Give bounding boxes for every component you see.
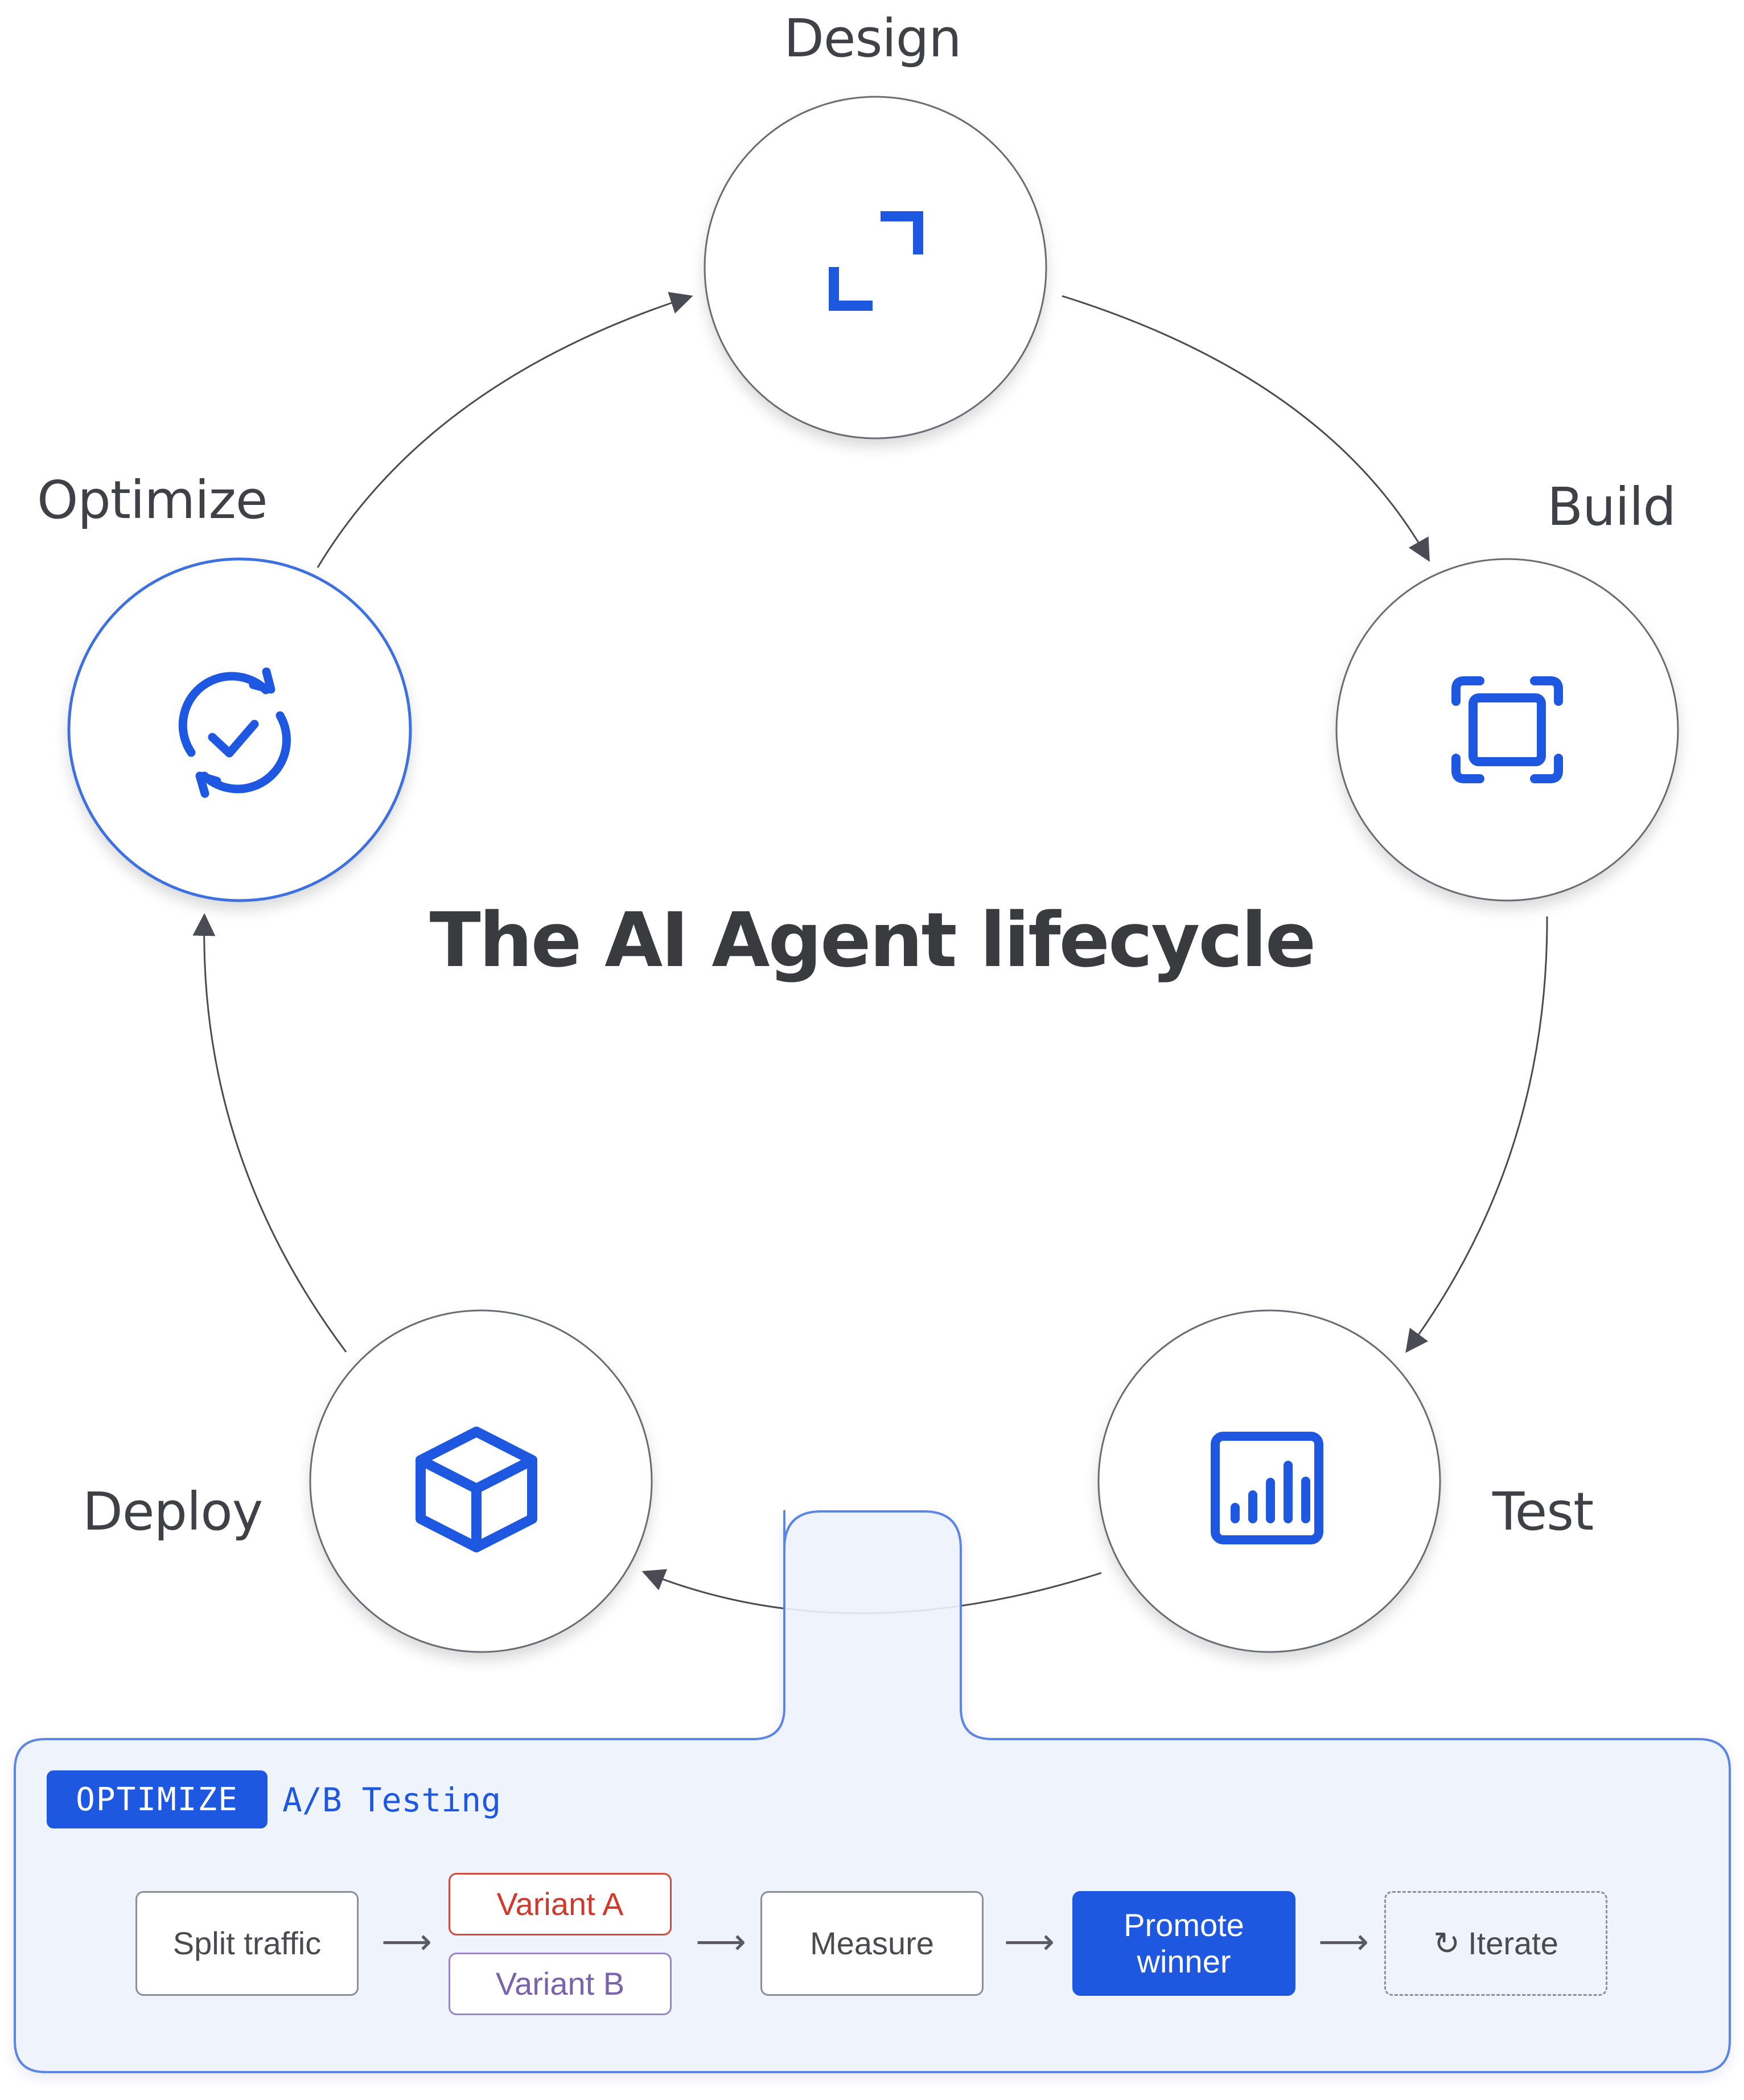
sync-check-icon (178, 667, 291, 798)
detail-callout-panel (14, 1510, 1731, 2073)
phase-badge: OPTIMIZE (47, 1770, 268, 1828)
stage-label-test: Test (1492, 1481, 1594, 1542)
stage-label-optimize: Optimize (37, 470, 268, 531)
step-arrow-2: ⟶ (696, 1921, 746, 1962)
step-split-traffic[interactable]: Split traffic (135, 1891, 359, 1996)
expand-corners-icon (829, 211, 923, 311)
stage-label-design: Design (784, 8, 962, 69)
step-arrow-3: ⟶ (1004, 1921, 1055, 1962)
step-iterate-label: Iterate (1468, 1925, 1558, 1961)
step-variant-b[interactable]: Variant B (449, 1953, 672, 2015)
step-promote-winner-label: Promote winner (1124, 1906, 1244, 1979)
flow-arrow-deploy-optimize (192, 913, 347, 1353)
bar-chart-icon (1211, 1432, 1323, 1544)
stage-build[interactable] (1335, 558, 1679, 902)
step-split-traffic-label: Split traffic (172, 1925, 322, 1961)
diagram-title: The AI Agent lifecycle (429, 897, 1317, 984)
step-variant-a-label: Variant A (496, 1885, 624, 1922)
frame-square-icon (1451, 676, 1563, 783)
step-measure-label: Measure (810, 1925, 934, 1961)
flow-arrow-optimize-design (316, 291, 693, 568)
stage-optimize[interactable] (67, 557, 412, 902)
step-arrow-1: ⟶ (381, 1921, 432, 1962)
stage-label-build: Build (1547, 476, 1676, 537)
panel-subtitle: A/B Testing (282, 1781, 501, 1819)
step-variant-a[interactable]: Variant A (449, 1873, 672, 1935)
iterate-icon: ↻ (1433, 1925, 1461, 1961)
cube-icon (416, 1427, 537, 1552)
step-arrow-4: ⟶ (1318, 1921, 1369, 1962)
flow-arrow-build-test (1405, 916, 1548, 1353)
step-variant-b-label: Variant B (495, 1965, 625, 2002)
step-iterate[interactable]: ↻ Iterate (1384, 1891, 1607, 1996)
flow-arrow-design-build (1062, 295, 1430, 562)
step-promote-winner[interactable]: Promote winner (1072, 1891, 1295, 1996)
step-measure[interactable]: Measure (760, 1891, 984, 1996)
stage-design[interactable] (704, 96, 1047, 439)
stage-label-deploy: Deploy (83, 1481, 263, 1542)
